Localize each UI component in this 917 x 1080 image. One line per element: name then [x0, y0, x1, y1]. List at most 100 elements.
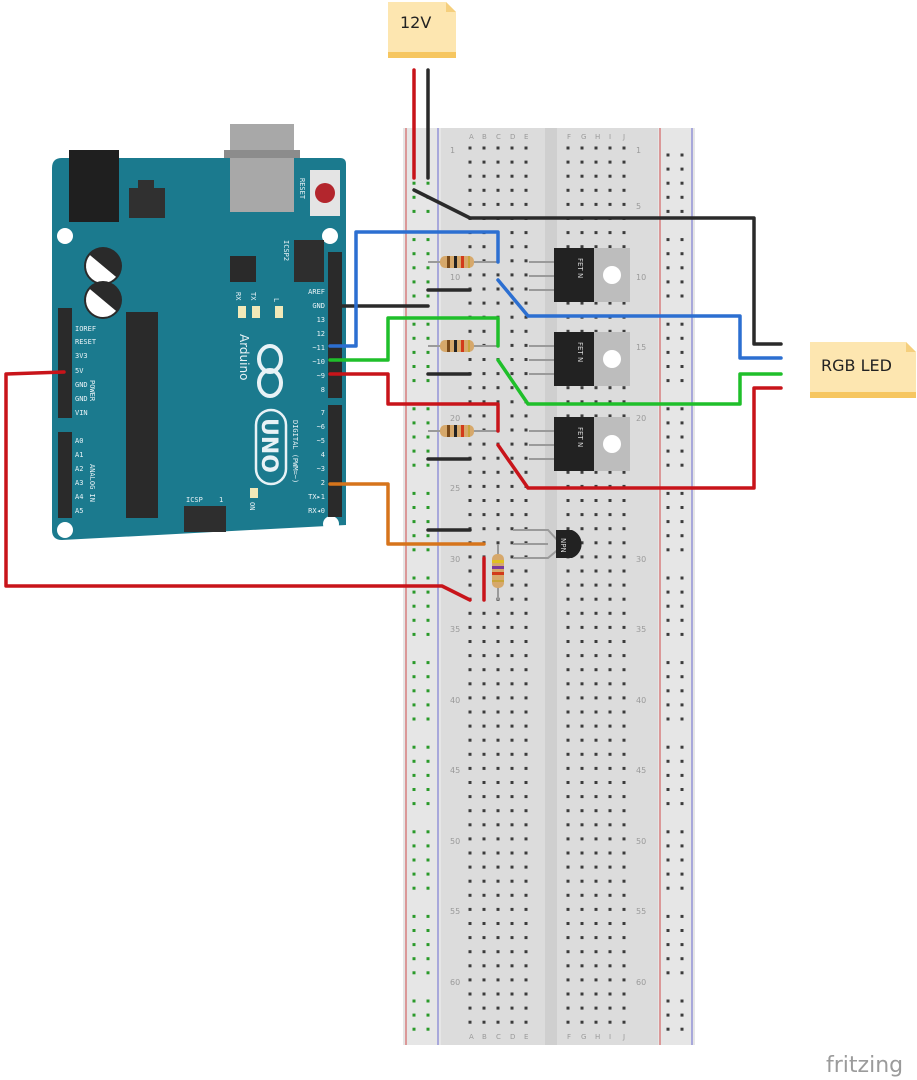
breadboard-hole — [524, 202, 528, 206]
breadboard-hole — [496, 640, 500, 643]
breadboard-hole — [594, 766, 598, 770]
breadboard-hole — [580, 724, 584, 728]
pin-label-a0: A0 — [75, 437, 83, 445]
l-label: L — [272, 298, 280, 302]
breadboard-hole — [594, 978, 598, 982]
wires — [4, 68, 783, 602]
breadboard-column-labels-bottom: A B C D E F G H I J — [469, 1033, 625, 1041]
breadboard-hole — [622, 865, 626, 869]
breadboard-hole — [510, 724, 514, 728]
rail-hole — [680, 999, 684, 1003]
breadboard-hole — [580, 414, 584, 418]
breadboard-hole — [482, 851, 486, 855]
breadboard-hole — [482, 950, 486, 954]
breadboard-hole — [510, 682, 514, 686]
breadboard-hole — [510, 499, 514, 502]
breadboard-hole — [510, 668, 514, 672]
mosfet-blue: FET N — [529, 417, 630, 471]
breadboard-hole — [468, 682, 472, 686]
breadboard-hole — [608, 710, 612, 714]
breadboard-hole — [482, 188, 486, 192]
breadboard-hole — [594, 724, 598, 728]
breadboard-hole — [510, 625, 514, 629]
breadboard-hole — [524, 781, 528, 784]
breadboard-hole — [524, 414, 528, 418]
breadboard-hole — [496, 174, 500, 178]
breadboard-hole — [608, 188, 612, 192]
breadboard-hole — [622, 583, 626, 587]
row-num-15-right: 15 — [636, 343, 646, 352]
breadboard-hole — [524, 541, 528, 545]
col-label-g-bottom: G — [581, 1033, 586, 1041]
pin-label-9: ~9 — [317, 372, 325, 380]
breadboard-hole — [622, 992, 626, 996]
breadboard-hole — [510, 231, 514, 235]
breadboard-hole — [566, 188, 570, 192]
breadboard-hole — [468, 202, 472, 206]
breadboard-hole — [622, 555, 626, 559]
breadboard-hole — [622, 922, 626, 925]
breadboard-hole — [468, 950, 472, 954]
rail-hole — [666, 548, 670, 552]
breadboard-hole — [608, 174, 612, 178]
breadboard-hole — [622, 893, 626, 897]
pin-label-3: ~3 — [317, 465, 325, 473]
rail-hole — [412, 520, 416, 524]
pin-label-a3: A3 — [75, 479, 83, 487]
breadboard: A B C D E F G H I J A B C D E F G H I J … — [403, 128, 695, 1045]
breadboard-hole — [510, 301, 514, 305]
rail-hole — [426, 844, 430, 848]
breadboard-hole — [608, 907, 612, 911]
col-label-i: I — [609, 133, 611, 141]
breadboard-hole — [594, 499, 598, 502]
fet-label: FET N — [576, 258, 584, 278]
breadboard-hole — [510, 343, 514, 347]
row-num-55-right: 55 — [636, 907, 646, 916]
breadboard-hole — [608, 202, 612, 206]
rail-hole — [666, 914, 670, 918]
breadboard-hole — [594, 301, 598, 305]
rail-hole — [680, 350, 684, 354]
mounting-hole — [57, 228, 73, 244]
breadboard-hole — [622, 400, 626, 404]
breadboard-hole — [468, 414, 472, 418]
breadboard-hole — [510, 428, 514, 432]
breadboard-hole — [622, 569, 626, 573]
breadboard-hole — [496, 470, 500, 474]
breadboard-hole — [468, 865, 472, 869]
breadboard-hole — [496, 625, 500, 629]
rail-hole — [680, 266, 684, 270]
breadboard-hole — [608, 696, 612, 700]
wire-5v — [4, 370, 472, 602]
row-num-60: 60 — [450, 978, 460, 987]
breadboard-hole — [566, 907, 570, 911]
breadboard-hole — [482, 781, 486, 784]
breadboard-hole — [594, 879, 598, 883]
breadboard-hole — [608, 809, 612, 813]
breadboard-hole — [510, 245, 514, 249]
breadboard-hole — [468, 654, 472, 658]
breadboard-hole — [622, 541, 626, 545]
on-label: ON — [248, 502, 256, 510]
breadboard-hole — [510, 710, 514, 714]
breadboard-hole — [580, 640, 584, 643]
breadboard-hole — [594, 922, 598, 925]
breadboard-column-labels-top: A B C D E F G H I J — [469, 133, 625, 141]
rail-hole — [680, 336, 684, 340]
rail-hole — [680, 548, 684, 552]
fet-label: FET N — [576, 427, 584, 447]
breadboard-hole — [594, 174, 598, 178]
breadboard-hole — [482, 922, 486, 925]
breadboard-hole — [594, 893, 598, 897]
rail-hole — [426, 886, 430, 890]
wire-blue-signal — [328, 230, 500, 348]
rail-hole — [666, 844, 670, 848]
rail-hole — [666, 520, 670, 524]
breadboard-hole — [580, 823, 584, 827]
rail-hole — [426, 491, 430, 495]
breadboard-hole — [496, 499, 500, 502]
rail-hole — [412, 689, 416, 693]
breadboard-hole — [496, 978, 500, 982]
rail-hole — [680, 971, 684, 975]
breadboard-hole — [622, 611, 626, 615]
